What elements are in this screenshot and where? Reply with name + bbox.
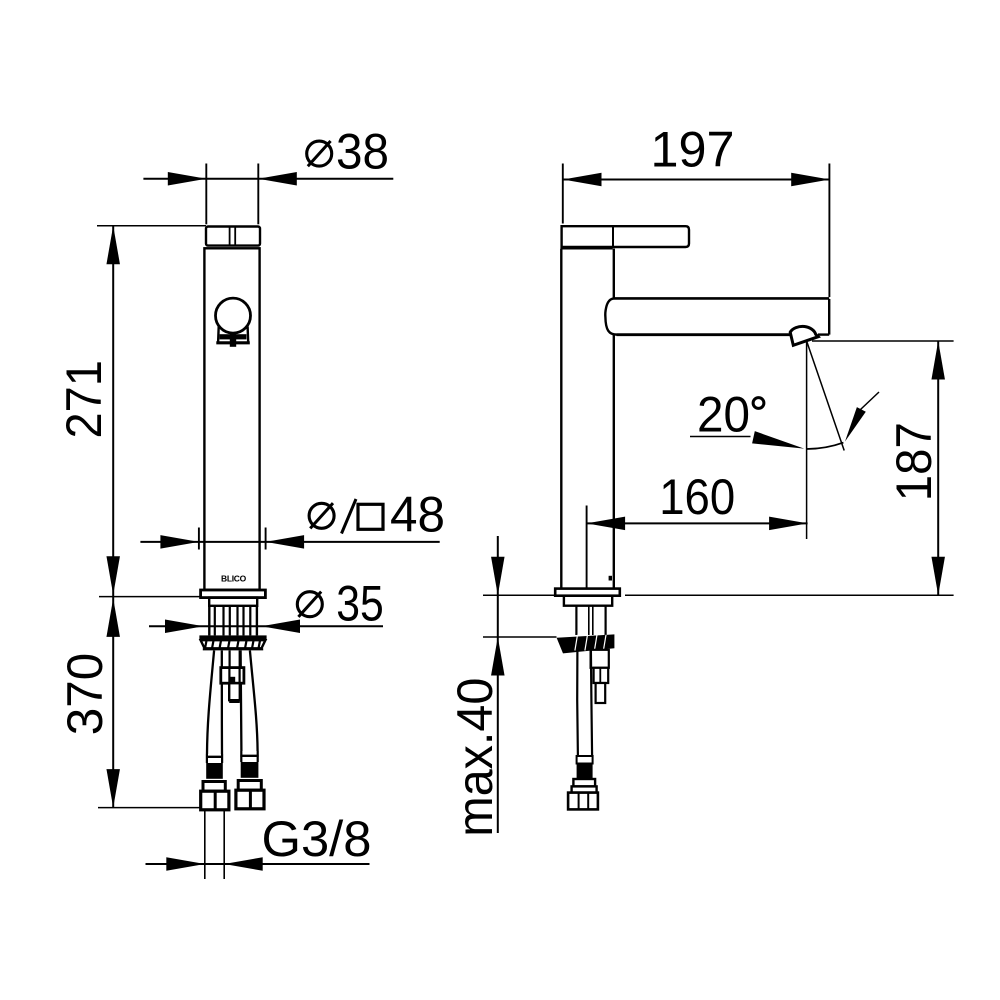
svg-text:max.40: max.40 <box>447 678 503 837</box>
svg-text:38: 38 <box>336 124 389 180</box>
svg-text:20: 20 <box>697 387 750 443</box>
svg-text:370: 370 <box>57 653 113 736</box>
svg-text:271: 271 <box>56 360 112 439</box>
svg-text:G3/8: G3/8 <box>262 811 372 867</box>
svg-text:160: 160 <box>659 469 735 525</box>
svg-text:48: 48 <box>390 487 445 543</box>
svg-text:BLICO: BLICO <box>221 574 247 584</box>
svg-text:187: 187 <box>886 422 942 501</box>
svg-text:197: 197 <box>651 122 735 178</box>
svg-text:35: 35 <box>336 576 384 632</box>
